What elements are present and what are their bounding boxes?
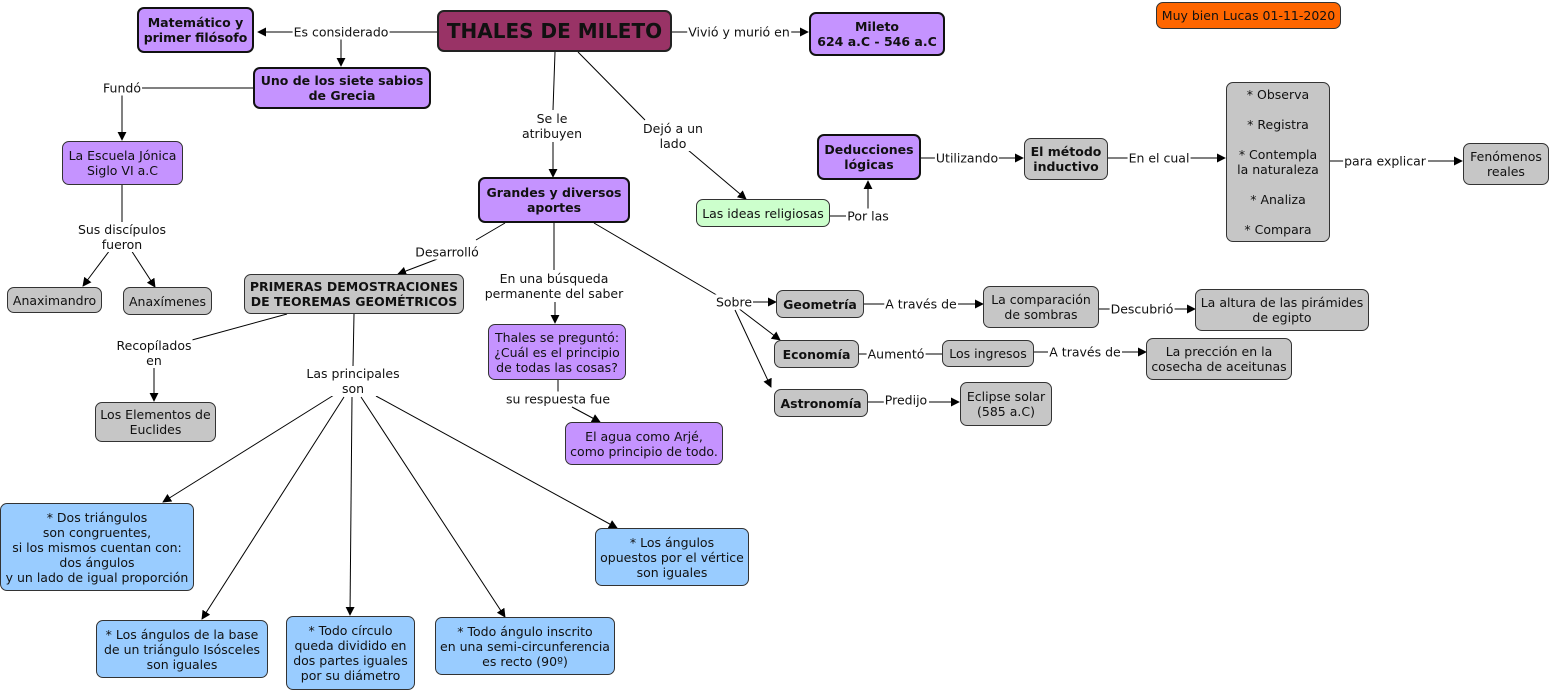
link-predijo: Predijo bbox=[883, 392, 929, 408]
link-a-traves-2: A través de bbox=[1048, 344, 1122, 360]
node-teorema-5[interactable]: * Los ángulos opuestos por el vértice so… bbox=[595, 528, 749, 586]
link-recopilados: Recopílados en bbox=[115, 338, 193, 368]
node-prediccion[interactable]: La prección en la cosecha de aceitunas bbox=[1146, 338, 1292, 380]
edge bbox=[475, 222, 506, 241]
link-discipulos: Sus discípulos fueron bbox=[76, 222, 168, 252]
link-busqueda: En una búsqueda permanente del saber bbox=[483, 271, 625, 301]
node-elementos[interactable]: Los Elementos de Euclides bbox=[95, 402, 216, 442]
node-agua[interactable]: El agua como Arjé, como principio de tod… bbox=[565, 422, 723, 465]
link-se-le: Se le atribuyen bbox=[520, 111, 584, 141]
edge bbox=[552, 51, 556, 111]
node-teorema-1[interactable]: * Dos triángulos son congruentes, si los… bbox=[0, 503, 194, 591]
link-principales: Las principales son bbox=[305, 366, 401, 396]
node-fenomenos[interactable]: Fenómenos reales bbox=[1463, 143, 1549, 185]
link-sobre: Sobre bbox=[714, 294, 754, 310]
link-desarrollo: Desarrolló bbox=[414, 244, 480, 260]
link-descubrio: Descubrió bbox=[1109, 301, 1175, 317]
link-es-considerado: Es considerado bbox=[292, 24, 390, 40]
edge bbox=[577, 51, 646, 121]
edge bbox=[345, 396, 355, 616]
edge bbox=[737, 307, 781, 341]
link-utilizando: Utilizando bbox=[934, 150, 1000, 166]
node-mileto[interactable]: Mileto 624 a.C - 546 a.C bbox=[809, 12, 945, 56]
node-eclipse[interactable]: Eclipse solar (585 a.C) bbox=[960, 382, 1052, 426]
link-vivio: Vivió y murió en bbox=[687, 24, 791, 40]
node-ingresos[interactable]: Los ingresos bbox=[942, 340, 1034, 367]
node-aportes[interactable]: Grandes y diversos aportes bbox=[478, 177, 630, 223]
node-economia[interactable]: Economía bbox=[774, 340, 859, 368]
node-anaximenes[interactable]: Anaxímenes bbox=[123, 287, 212, 315]
node-pasos[interactable]: * Observa * Registra * Contempla la natu… bbox=[1226, 82, 1330, 242]
edge bbox=[687, 149, 747, 200]
link-por-las: Por las bbox=[846, 208, 890, 224]
node-pregunta[interactable]: Thales se preguntó: ¿Cuál es el principi… bbox=[488, 324, 626, 380]
node-escuela[interactable]: La Escuela Jónica Siglo VI a.C bbox=[62, 141, 183, 185]
link-fundo: Fundó bbox=[102, 80, 142, 96]
link-dejo: Dejó a un lado bbox=[642, 121, 704, 151]
link-respuesta: su respuesta fue bbox=[504, 391, 612, 407]
note-badge[interactable]: Muy bien Lucas 01-11-2020 bbox=[1156, 2, 1341, 29]
edge bbox=[352, 313, 355, 367]
edge bbox=[571, 406, 601, 423]
link-a-traves-1: A través de bbox=[884, 296, 958, 312]
edge bbox=[360, 396, 506, 618]
link-para-explicar: para explicar bbox=[1343, 153, 1427, 169]
edge bbox=[82, 249, 111, 287]
edge bbox=[375, 395, 618, 529]
node-teorema-3[interactable]: * Todo círculo queda dividido en dos par… bbox=[286, 616, 415, 690]
node-piramides[interactable]: La altura de las pirámides de egipto bbox=[1195, 289, 1369, 331]
node-root[interactable]: THALES DE MILETO bbox=[437, 10, 672, 52]
node-primeras[interactable]: PRIMERAS DEMOSTRACIONES DE TEOREMAS GEOM… bbox=[244, 274, 464, 314]
link-en-el-cual: En el cual bbox=[1127, 150, 1191, 166]
edge bbox=[201, 396, 345, 620]
node-teorema-4[interactable]: * Todo ángulo inscrito en una semi-circu… bbox=[435, 617, 615, 675]
edge bbox=[162, 394, 335, 503]
node-astronomia[interactable]: Astronomía bbox=[774, 389, 868, 417]
node-metodo[interactable]: El método inductivo bbox=[1024, 138, 1108, 180]
edge bbox=[397, 257, 441, 276]
edge bbox=[130, 249, 156, 288]
node-geometria[interactable]: Geometría bbox=[776, 290, 864, 318]
node-sabios[interactable]: Uno de los siete sabios de Grecia bbox=[253, 67, 431, 109]
node-anaximandro[interactable]: Anaximandro bbox=[7, 287, 102, 313]
edge bbox=[593, 222, 721, 298]
link-aumento: Aumentó bbox=[866, 346, 926, 362]
node-deducciones[interactable]: Deducciones lógicas bbox=[817, 134, 921, 180]
edge bbox=[734, 309, 772, 388]
node-teorema-2[interactable]: * Los ángulos de la base de un triángulo… bbox=[96, 620, 268, 678]
edge bbox=[191, 313, 288, 341]
node-sombras[interactable]: La comparación de sombras bbox=[983, 286, 1099, 328]
node-matematico[interactable]: Matemático y primer filósofo bbox=[137, 7, 254, 53]
node-ideas-religiosas[interactable]: Las ideas religiosas bbox=[696, 199, 830, 227]
